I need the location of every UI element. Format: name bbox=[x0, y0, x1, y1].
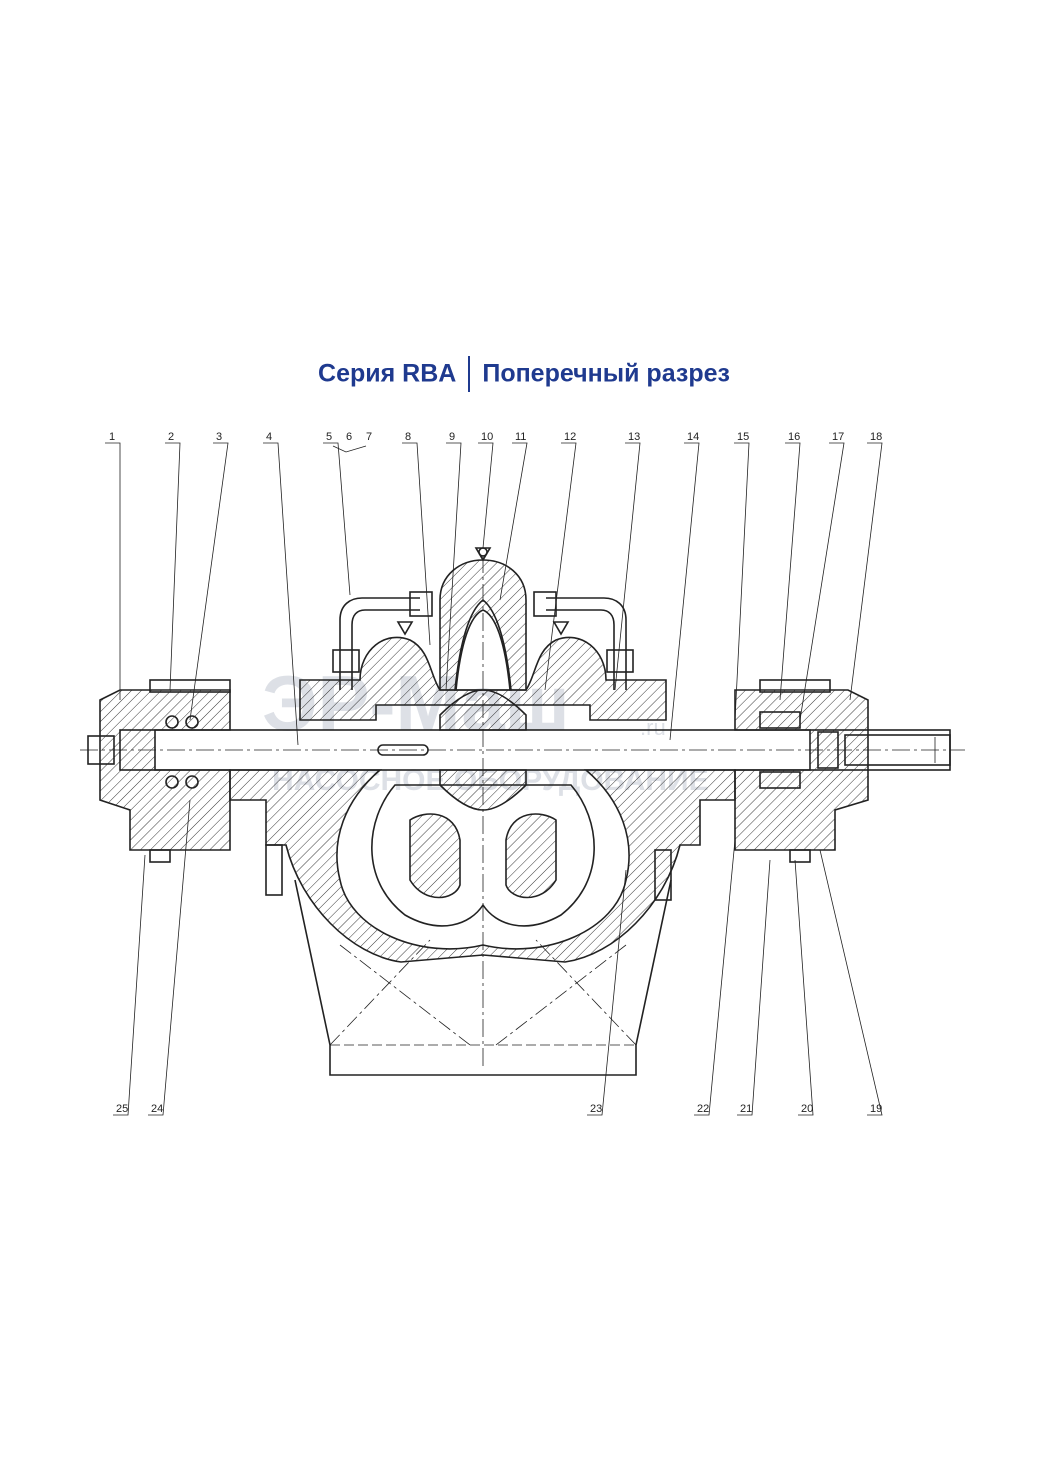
callout-4: 4 bbox=[266, 431, 272, 443]
callout-21: 21 bbox=[740, 1103, 752, 1115]
callout-7: 7 bbox=[366, 431, 372, 443]
callout-23: 23 bbox=[590, 1103, 602, 1115]
callout-12: 12 bbox=[564, 431, 576, 443]
callout-18: 18 bbox=[870, 431, 882, 443]
impeller bbox=[439, 689, 527, 811]
callout-3: 3 bbox=[216, 431, 222, 443]
callout-19: 19 bbox=[870, 1103, 882, 1115]
callout-22: 22 bbox=[697, 1103, 709, 1115]
callout-17: 17 bbox=[832, 431, 844, 443]
left-bearing-housing bbox=[87, 679, 283, 896]
upper-casing bbox=[299, 559, 667, 721]
pedestal bbox=[294, 879, 672, 1076]
section-subtitle: Поперечный разрез bbox=[482, 359, 730, 388]
callout-14: 14 bbox=[687, 431, 699, 443]
callout-25: 25 bbox=[116, 1103, 128, 1115]
callout-11: 11 bbox=[515, 431, 526, 443]
callout-15: 15 bbox=[737, 431, 749, 443]
callout-1: 1 bbox=[109, 431, 115, 443]
callout-6: 6 bbox=[346, 431, 352, 443]
callout-labels-bottom: 25 24 23 22 21 20 19 bbox=[116, 1103, 882, 1115]
callout-9: 9 bbox=[449, 431, 455, 443]
callout-13: 13 bbox=[628, 431, 640, 443]
callout-24: 24 bbox=[151, 1103, 163, 1115]
page-title: Серия RBA Поперечный разрез bbox=[0, 356, 1048, 392]
callout-8: 8 bbox=[405, 431, 411, 443]
callout-2: 2 bbox=[168, 431, 174, 443]
leader-lines bbox=[105, 442, 883, 1116]
callout-5: 5 bbox=[326, 431, 332, 443]
title-separator bbox=[468, 356, 471, 392]
callout-10: 10 bbox=[481, 431, 493, 443]
right-bearing-housing bbox=[654, 679, 869, 901]
callout-20: 20 bbox=[801, 1103, 813, 1115]
series-title: Серия RBA bbox=[318, 359, 457, 388]
callout-16: 16 bbox=[788, 431, 800, 443]
callout-labels-top: 1 2 3 4 5 6 7 8 9 10 11 12 13 14 15 16 1… bbox=[109, 431, 882, 443]
balance-pipes bbox=[332, 547, 634, 690]
volute-casing bbox=[229, 769, 736, 963]
